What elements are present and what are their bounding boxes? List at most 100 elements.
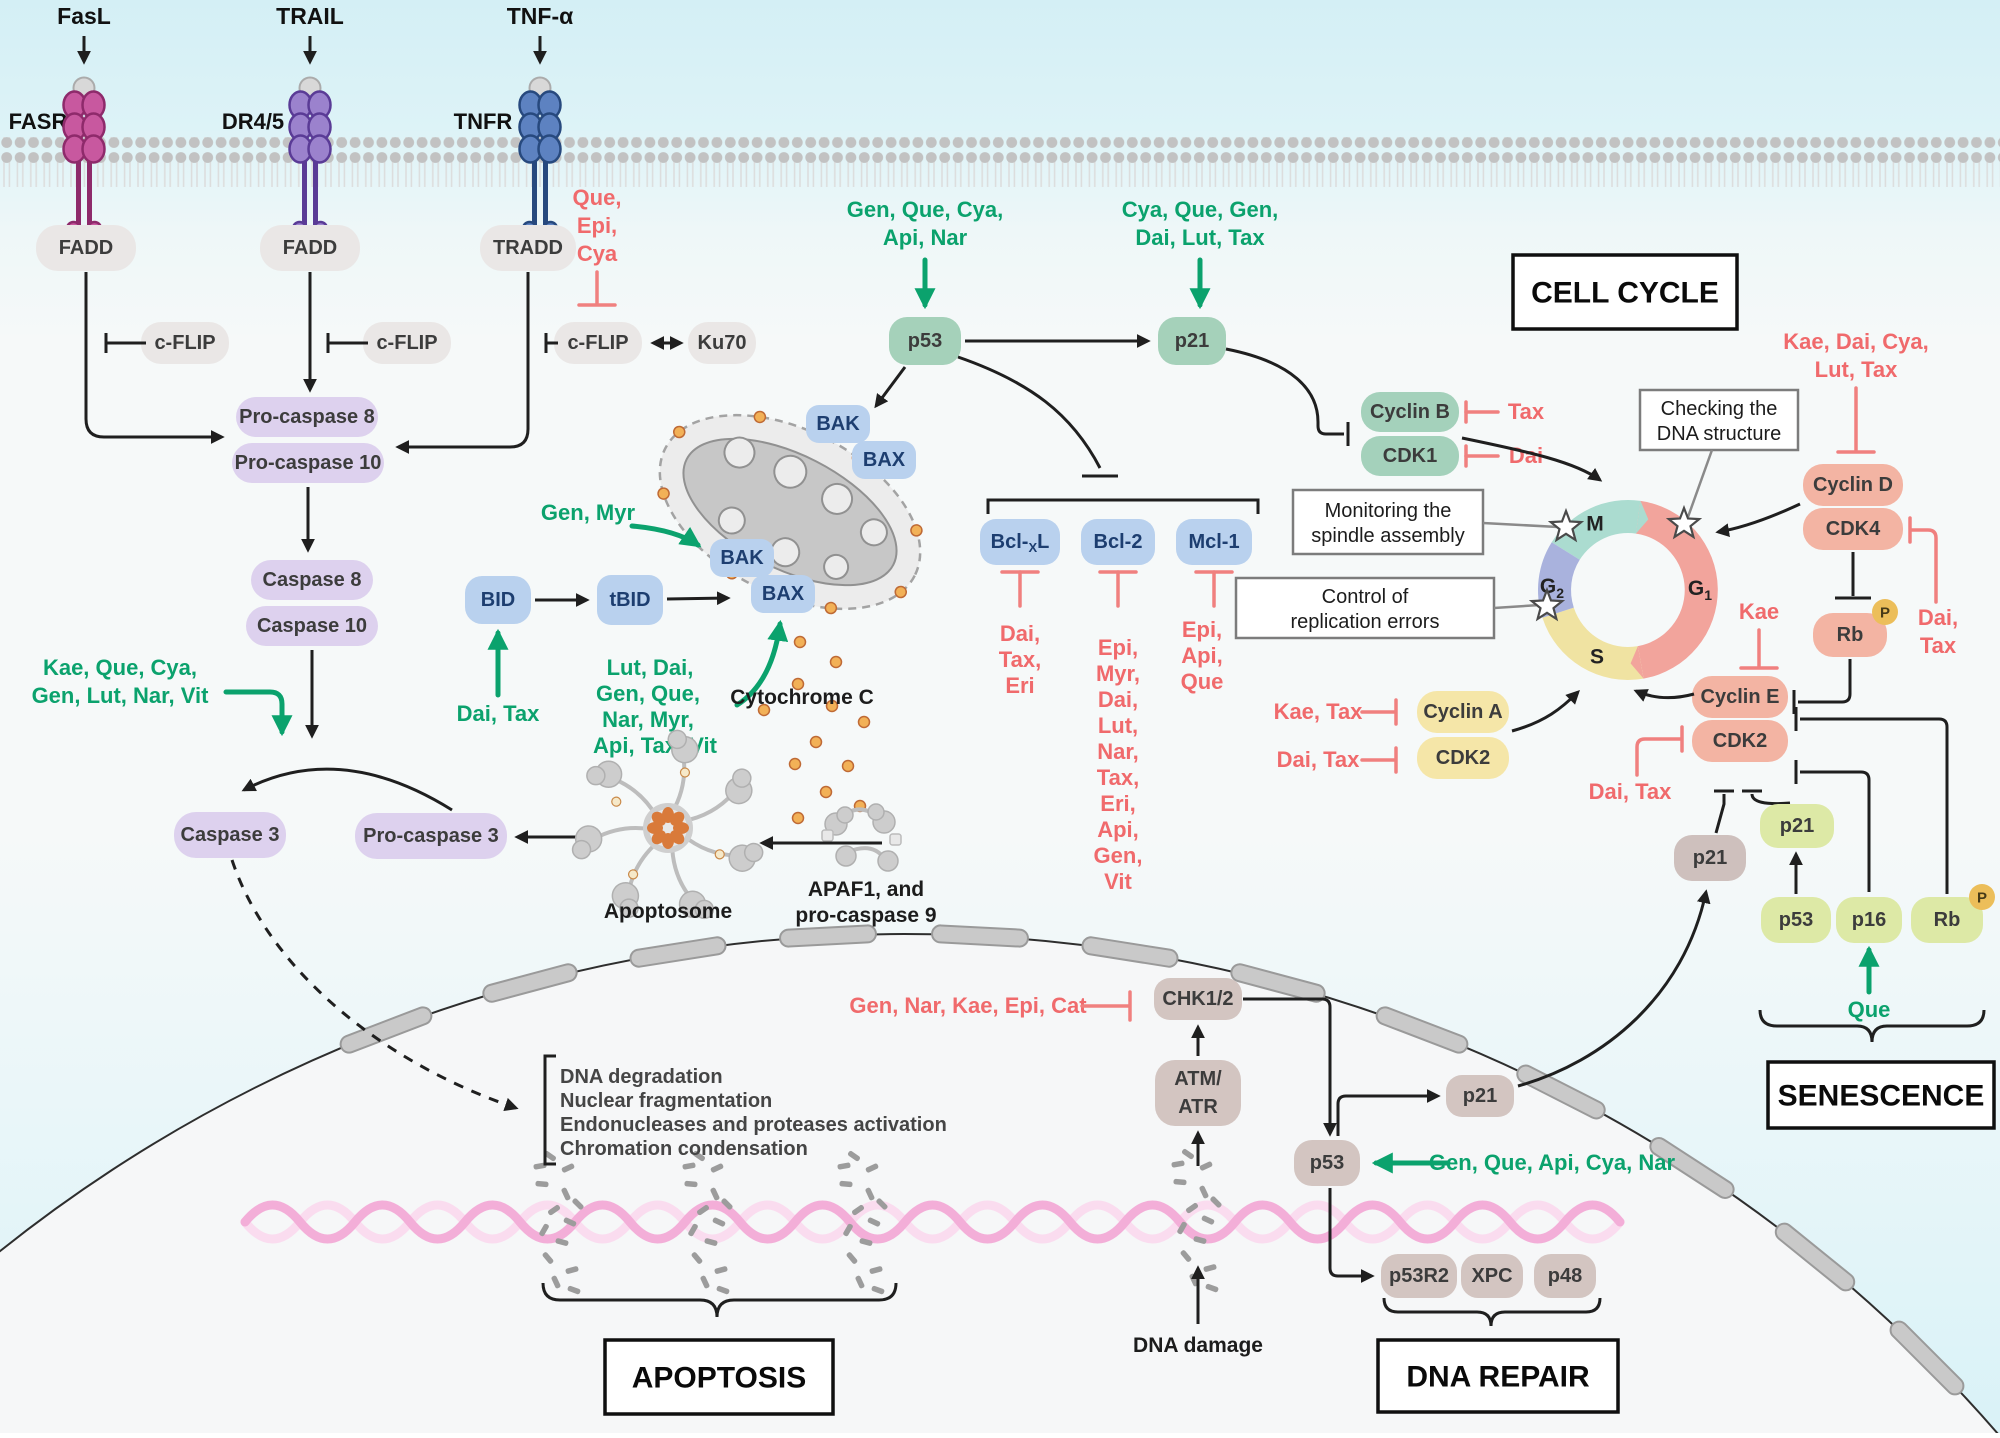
svg-text:Cyclin B: Cyclin B xyxy=(1370,401,1450,423)
cdk4-to-rb-tbar xyxy=(1835,552,1871,600)
p21-senescence-to-cdk2-tbar xyxy=(1742,789,1791,806)
phase-g1: G1 xyxy=(1688,577,1712,604)
svg-text:Bcl-2: Bcl-2 xyxy=(1094,531,1143,553)
cflip1-tbar xyxy=(104,333,146,353)
cyclind-inhibitors: Kae, Dai, Cya, Lut, Tax xyxy=(1783,329,1929,382)
cytochrome-c-dots-released xyxy=(757,635,871,825)
p21-activators: Cya, Que, Gen, Dai, Lut, Tax xyxy=(1122,197,1279,250)
cdk2a-inhibitors: Dai, Tax xyxy=(1277,747,1361,772)
apoptosis-title: APOPTOSIS xyxy=(632,1362,807,1395)
replication-checkpoint-box xyxy=(1234,576,1496,640)
p16-activator: Que xyxy=(1848,997,1891,1022)
tradd-node xyxy=(480,225,576,271)
svg-text:Eri: Eri xyxy=(1005,673,1034,698)
p53-senescence-node xyxy=(1761,897,1831,943)
cytochrome-c-label: Cytochrome C xyxy=(730,686,874,709)
svg-text:Pro-caspase 10: Pro-caspase 10 xyxy=(235,452,382,474)
cdk1-to-ring-arrow xyxy=(1461,436,1603,482)
svg-text:Api, Tax, Vit: Api, Tax, Vit xyxy=(593,733,718,758)
bak-side-node xyxy=(710,539,774,577)
svg-text:Epi,: Epi, xyxy=(577,213,617,238)
cyclind-node xyxy=(1803,464,1903,506)
svg-text:Lut, Dai,: Lut, Dai, xyxy=(607,655,694,680)
dna-repair-title-box xyxy=(1376,1338,1620,1414)
fasr-label: FASR xyxy=(9,109,68,134)
svg-text:FADD: FADD xyxy=(283,237,337,259)
svg-text:Lut, Tax: Lut, Tax xyxy=(1815,357,1898,382)
trail-label: TRAIL xyxy=(276,3,344,29)
bclxl-inhibitors: Dai, Tax, Eri xyxy=(999,621,1041,698)
svg-text:p53: p53 xyxy=(1310,1152,1344,1174)
nuclear-envelope-segments xyxy=(339,924,1965,1396)
cflip2-node xyxy=(363,322,451,364)
cell-cycle-title: CELL CYCLE xyxy=(1531,277,1719,310)
rb-senescence-phosphate-badge xyxy=(1969,884,1995,910)
svg-text:Caspase 8: Caspase 8 xyxy=(263,569,362,591)
svg-text:p21: p21 xyxy=(1175,330,1209,352)
svg-text:Cya, Que, Gen,: Cya, Que, Gen, xyxy=(1122,197,1279,222)
svg-text:Rb: Rb xyxy=(1837,624,1864,646)
svg-text:ATR: ATR xyxy=(1178,1096,1218,1118)
p21-nuclear-node xyxy=(1446,1075,1514,1117)
tnf-label: TNF-α xyxy=(507,3,574,29)
svg-text:Pro-caspase 3: Pro-caspase 3 xyxy=(363,825,499,847)
effect-endonucleases: Endonucleases and proteases activation xyxy=(560,1114,947,1136)
cdk2-inhibitors: Dai, Tax xyxy=(1589,779,1673,804)
chk12-node xyxy=(1154,978,1242,1020)
svg-text:p21: p21 xyxy=(1780,815,1814,837)
svg-text:Caspase 3: Caspase 3 xyxy=(181,824,280,846)
svg-text:p53: p53 xyxy=(908,330,942,352)
svg-text:CDK2: CDK2 xyxy=(1436,747,1490,769)
senescence-title-box xyxy=(1766,1060,1996,1130)
bax-activators-arrow xyxy=(734,619,789,708)
cdk1-node xyxy=(1361,436,1459,476)
bax-side-node xyxy=(751,575,815,613)
caspase10-node xyxy=(246,606,378,646)
procaspase8-node xyxy=(236,397,378,437)
mcl1-node xyxy=(1176,519,1252,565)
svg-text:CDK2: CDK2 xyxy=(1713,730,1767,752)
dna-damage-label: DNA damage xyxy=(1133,1334,1263,1357)
senescence-brace xyxy=(1758,1009,1986,1043)
cdk2a-inhibition-tbar xyxy=(1360,746,1398,774)
svg-text:Ku70: Ku70 xyxy=(698,332,747,354)
svg-text:p16: p16 xyxy=(1852,909,1886,931)
phase-s: S xyxy=(1590,646,1604,669)
caspase3-node xyxy=(174,812,286,858)
cflip1-node xyxy=(141,322,229,364)
xpc-node xyxy=(1461,1254,1523,1298)
svg-text:CDK1: CDK1 xyxy=(1383,445,1437,467)
p53-activators: Gen, Que, Cya, Api, Nar xyxy=(847,197,1004,250)
svg-text:Myr,: Myr, xyxy=(1096,661,1140,686)
caspase3-to-effects-dashed-arrow xyxy=(230,859,519,1111)
fadd1-node xyxy=(36,225,136,271)
svg-text:spindle assembly: spindle assembly xyxy=(1311,525,1464,547)
rb-phosphate-badge xyxy=(1872,599,1898,625)
svg-text:Gen, Que,: Gen, Que, xyxy=(596,681,700,706)
rb-to-cycline-elbow xyxy=(1792,659,1852,714)
apaf1-label-1: APAF1, and xyxy=(808,878,924,901)
procaspase3-node xyxy=(355,813,507,859)
tnfr-label: TNFR xyxy=(454,109,513,134)
cdk4-inhibition-elbow xyxy=(1908,516,1938,604)
mcl1-inhibition-tbar xyxy=(1194,570,1234,608)
svg-text:CHK1/2: CHK1/2 xyxy=(1162,988,1233,1010)
svg-text:Caspase 10: Caspase 10 xyxy=(257,615,367,637)
cyclinb-inhibitor: Tax xyxy=(1508,399,1545,424)
svg-text:P: P xyxy=(1977,890,1987,907)
apoptosome-label: Apoptosome xyxy=(604,900,732,923)
cflip2-tbar xyxy=(326,333,368,353)
svg-text:Cya: Cya xyxy=(577,241,618,266)
ku70-node xyxy=(688,322,756,364)
svg-text:BAK: BAK xyxy=(720,547,764,569)
caspase-activators-arrow xyxy=(223,689,293,737)
svg-text:TRADD: TRADD xyxy=(493,237,563,259)
svg-text:Dai,: Dai, xyxy=(1098,687,1138,712)
p21-outer-to-cdk2-tbar xyxy=(1714,789,1734,834)
p16-senescence-node xyxy=(1836,897,1902,943)
bax-top-node xyxy=(852,441,916,479)
cell-cycle-ring: M G1 G2 S xyxy=(1530,500,1718,680)
svg-text:BAK: BAK xyxy=(816,413,860,435)
procaspase10-node xyxy=(232,443,384,483)
chk-inhibitors: Gen, Nar, Kae, Epi, Cat xyxy=(849,993,1087,1018)
